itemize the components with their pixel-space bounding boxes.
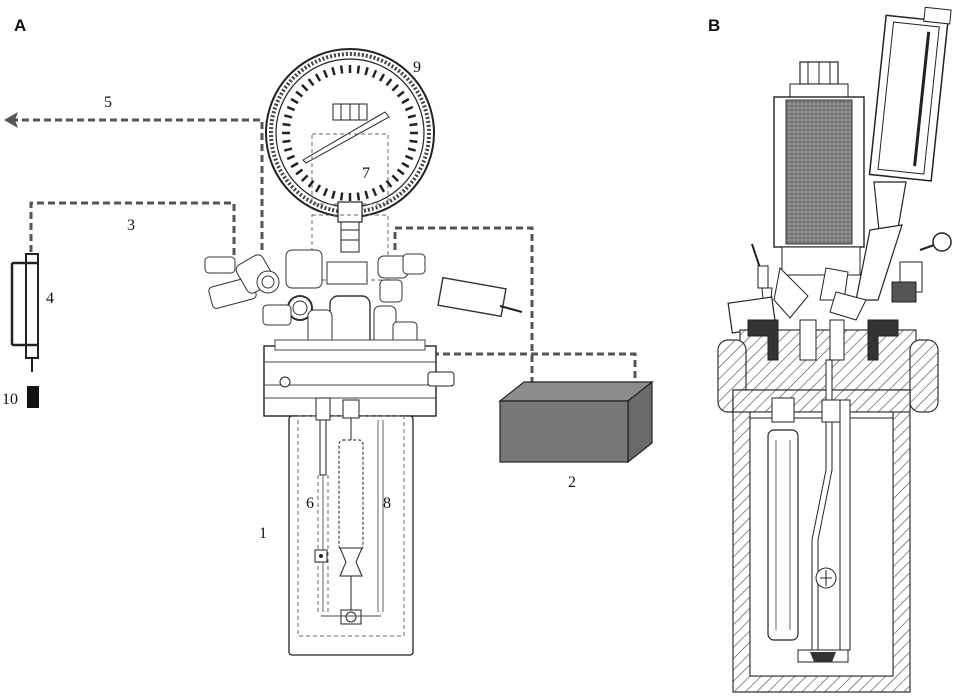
callout-5: 5	[104, 94, 112, 111]
gauge-tick	[409, 122, 418, 127]
controller-box-2	[498, 380, 654, 464]
valve-fittings-cluster	[204, 249, 523, 351]
control-line-upper	[393, 226, 534, 383]
callout-4: 4	[46, 290, 54, 307]
gauge-tick	[290, 97, 299, 105]
callout-7: 7	[362, 165, 370, 182]
gauge-tick	[396, 90, 405, 98]
gauge-tick	[282, 139, 291, 144]
gauge-tick	[356, 65, 361, 74]
gauge-tick	[339, 192, 344, 201]
gauge-needle-icon	[302, 111, 390, 164]
callout-8: 8	[383, 495, 391, 512]
sensor-line-3	[29, 201, 236, 255]
connection-lines	[4, 112, 637, 383]
panel-label-b: B	[708, 16, 720, 35]
gauge-tick	[322, 187, 329, 197]
gauge-tick	[290, 161, 299, 169]
gauge-tick	[409, 139, 418, 144]
panel-label-a: A	[14, 16, 26, 35]
callout-1: 1	[259, 525, 267, 542]
gauge-tick	[364, 66, 369, 76]
sensor-4	[10, 253, 39, 372]
callout-6: 6	[306, 495, 314, 512]
gauge-tick	[301, 84, 309, 92]
gauge-tick	[391, 84, 399, 92]
gauge-tick	[385, 78, 393, 87]
gauge-tick	[401, 97, 410, 105]
gauge-tick	[404, 154, 414, 161]
gauge-tick	[307, 78, 315, 87]
gauge-tick	[286, 154, 296, 161]
gauge-ticks	[282, 65, 418, 201]
gauge-tick	[385, 179, 393, 188]
outlet-arrow-icon	[4, 112, 18, 128]
callout-3: 3	[127, 217, 135, 234]
gauge-tick	[364, 190, 369, 200]
control-line-lower	[432, 352, 637, 383]
gauge-tick	[371, 69, 378, 79]
gauge-tick	[404, 105, 414, 112]
callout-9: 9	[413, 59, 421, 76]
item-10-block	[27, 386, 39, 408]
callout-2: 2	[568, 474, 576, 491]
gauge-tick	[401, 161, 410, 169]
gauge-tick	[407, 147, 417, 152]
gauge-tick	[407, 114, 417, 119]
gauge-tick	[314, 184, 322, 193]
gauge-tick	[314, 73, 322, 82]
gauge-tick	[286, 105, 296, 112]
gauge-tick	[391, 174, 399, 182]
gauge-tick	[371, 187, 378, 197]
gauge-tick	[295, 90, 304, 98]
outlet-line-5	[14, 118, 264, 250]
gauge-tick	[283, 147, 293, 152]
gauge-tick	[331, 190, 336, 200]
gauge-tick	[322, 69, 329, 79]
gauge-tick	[282, 122, 291, 127]
gauge-tick	[356, 192, 361, 201]
gauge-tick	[396, 168, 405, 176]
gauge-tick	[378, 73, 386, 82]
reactor-vessel-1	[288, 397, 414, 656]
pressure-gauge-9	[265, 48, 435, 218]
gauge-tick	[301, 174, 309, 182]
gauge-tick	[295, 168, 304, 176]
gauge-tick	[307, 179, 315, 188]
callout-10: 10	[2, 391, 18, 408]
gauge-tick	[331, 66, 336, 76]
gauge-tick	[283, 114, 293, 119]
gauge-tick	[339, 65, 344, 74]
gauge-tick	[378, 184, 386, 193]
cross-section-b	[717, 6, 952, 693]
